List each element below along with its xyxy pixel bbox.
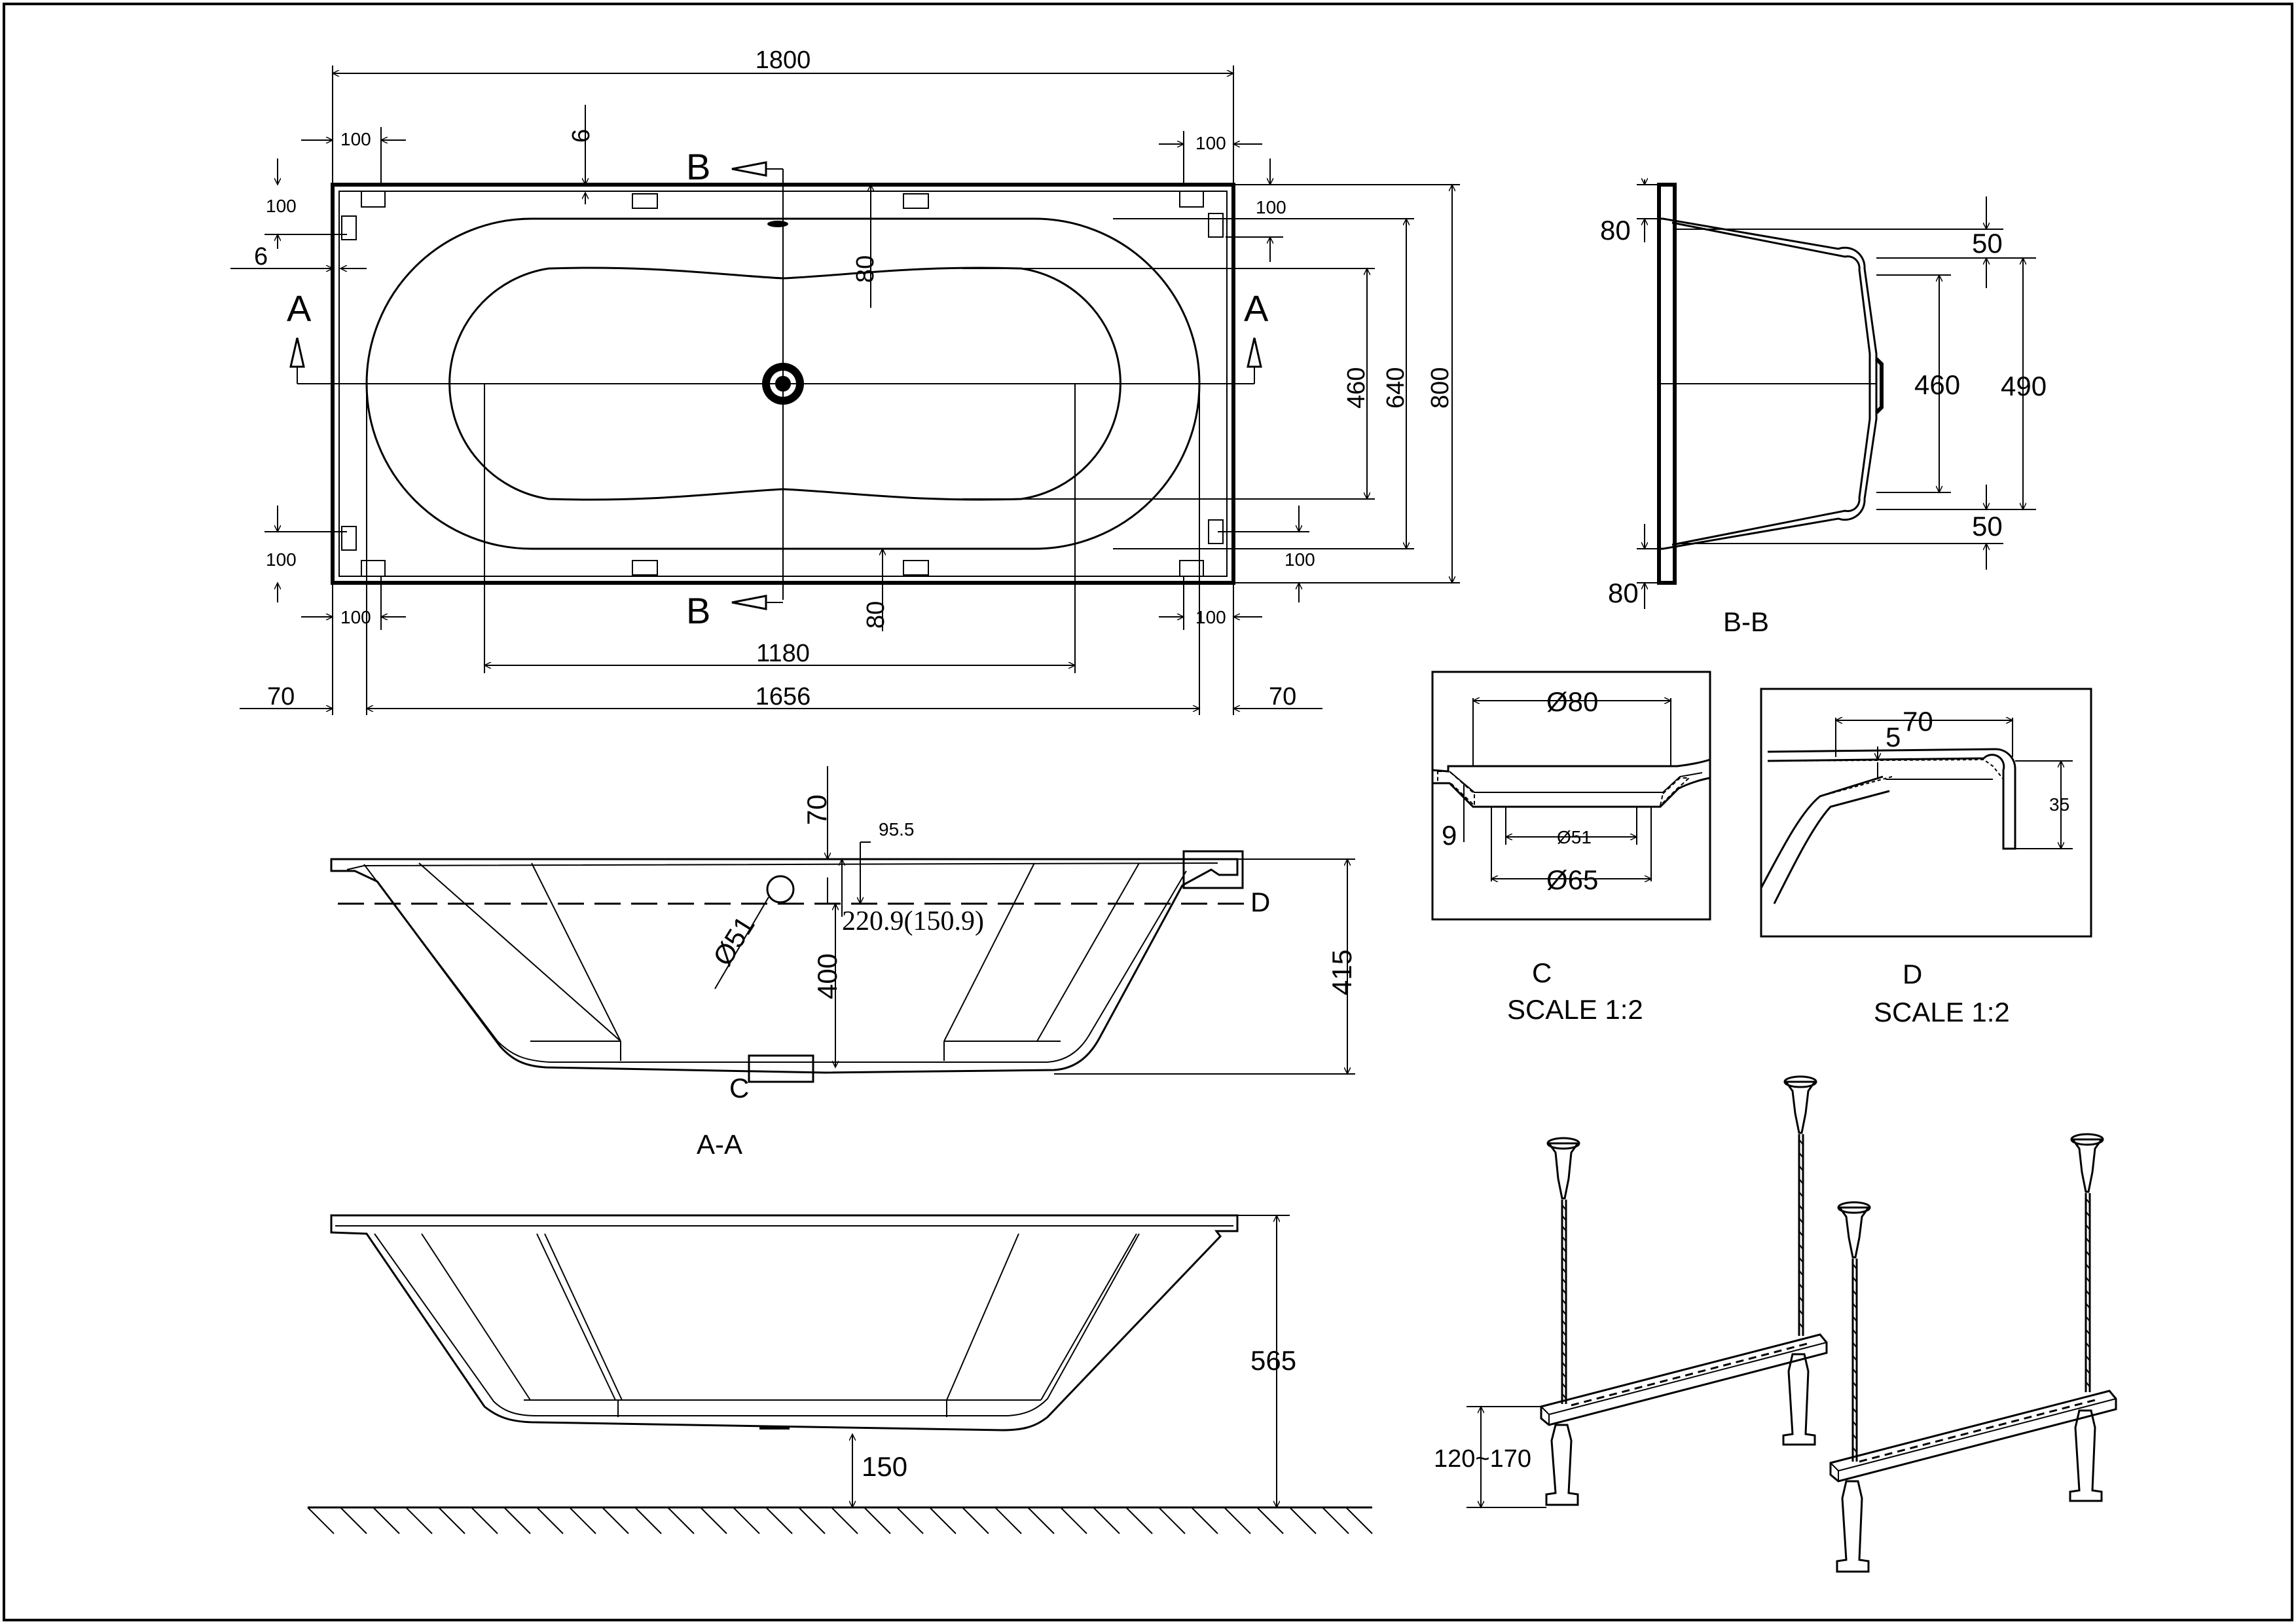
c-dim-thick: 9 [1442, 820, 1457, 851]
sheet-border [3, 3, 2293, 1621]
leg-frame-assembly: 120~170 [1434, 1075, 2117, 1573]
c-dim-d51: Ø51 [1557, 827, 1592, 847]
section-label-a-right: A [1244, 287, 1269, 329]
side-dim-total-height: 565 [1250, 1345, 1296, 1376]
section-arrow-b-bottom [731, 595, 767, 610]
dim-edge-right: 70 [1269, 683, 1296, 710]
section-label-b-bottom: B [686, 590, 710, 631]
section-label-b-top: B [686, 146, 710, 187]
side-dim-floor-gap: 150 [862, 1451, 907, 1482]
dim-overall-width: 800 [1427, 367, 1454, 409]
c-dim-d80: Ø80 [1546, 686, 1598, 717]
aa-dim-drain-height: 220.9(150.9) [842, 906, 984, 936]
overflow-hole [766, 875, 795, 904]
dim-mid-width: 640 [1382, 367, 1410, 409]
dim-rim-bottom: 80 [862, 601, 890, 629]
svg-text:100: 100 [1195, 133, 1226, 153]
dim-overall-length: 1800 [756, 46, 811, 74]
section-arrow-a-right [1247, 337, 1262, 368]
svg-text:100: 100 [340, 607, 371, 627]
section-aa: Ø51 D C 70 95.5 220.9(150.9) 400 415 A-A [330, 766, 1357, 1160]
detail-d-marker [1182, 850, 1244, 889]
detail-c: Ø80 Ø51 Ø65 9 C SCALE 1:2 [1431, 671, 1711, 1025]
leg-frame-1 [1540, 1075, 1828, 1506]
bb-dim-inner: 460 [1914, 369, 1960, 400]
svg-text:100: 100 [340, 129, 371, 149]
floor-hatch [307, 1507, 1373, 1534]
aa-dim-overflow-dia: Ø51 [707, 911, 761, 971]
section-arrow-b-top [731, 161, 767, 177]
d-dim-gap: 5 [1886, 722, 1901, 752]
dim-rim-top: 80 [852, 255, 879, 283]
dim-lip-top: 6 [568, 129, 595, 143]
aa-title: A-A [697, 1129, 742, 1160]
svg-text:100: 100 [1285, 549, 1315, 570]
svg-text:100: 100 [1256, 197, 1286, 217]
c-detail-scale: SCALE 1:2 [1507, 994, 1643, 1025]
bb-dim-bottom-offset: 50 [1972, 511, 2003, 542]
d-dim-height: 35 [2049, 794, 2069, 815]
section-arrow-a-left [289, 337, 305, 368]
leg-frame-2 [1829, 1133, 2117, 1573]
d-dim-width: 70 [1903, 706, 1933, 737]
svg-text:100: 100 [266, 196, 297, 216]
bb-dim-rim-bottom: 80 [1608, 578, 1639, 608]
d-detail-letter: D [1903, 959, 1922, 989]
bb-dim-rim-top: 80 [1600, 215, 1631, 246]
overflow-port [767, 221, 788, 227]
section-bb: 80 80 50 50 460 490 B-B [1600, 179, 2047, 637]
dim-bottom-length: 1656 [756, 683, 811, 710]
dim-edge-left: 70 [267, 683, 295, 710]
aa-dim-overflow: 95.5 [879, 819, 915, 840]
aa-dim-top: 70 [801, 794, 832, 825]
bb-dim-top-offset: 50 [1972, 228, 2003, 259]
support-pads [341, 191, 1224, 577]
aa-dim-depth: 400 [812, 953, 843, 999]
c-detail-letter: C [1532, 957, 1552, 988]
dim-inner-width: 460 [1343, 367, 1370, 409]
side-view: 565 150 [307, 1215, 1373, 1534]
d-detail-scale: SCALE 1:2 [1874, 997, 2010, 1027]
aa-marker-c: C [729, 1073, 749, 1103]
svg-text:100: 100 [266, 549, 297, 570]
top-view: A A B B 1800 [230, 46, 1460, 715]
detail-d: 70 5 35 D SCALE 1:2 [1760, 688, 2092, 1027]
section-label-a-left: A [287, 287, 312, 329]
aa-dim-height: 415 [1326, 950, 1357, 995]
c-dim-d65: Ø65 [1546, 864, 1598, 895]
aa-marker-d: D [1250, 887, 1270, 917]
svg-text:100: 100 [1195, 607, 1226, 627]
bb-title: B-B [1723, 606, 1769, 637]
dim-inner-length: 1180 [756, 640, 810, 667]
detail-c-marker [748, 1054, 814, 1083]
bb-dim-outer: 490 [2001, 371, 2047, 401]
corner-offset-dims: 100 100 100 100 100 100 100 100 [264, 127, 1315, 630]
legs-dim-adjust: 120~170 [1434, 1445, 1531, 1473]
dim-lip-side: 6 [254, 243, 268, 270]
